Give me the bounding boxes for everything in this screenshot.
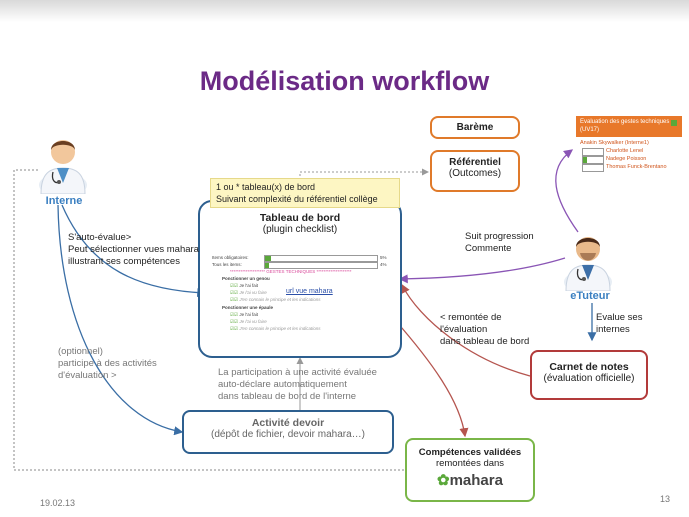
competences-title: Compétences validées (418, 447, 522, 458)
checklist-row[interactable]: ☑☑ Je l'ai vu faire (230, 290, 267, 295)
panel-corner-icon (671, 120, 677, 126)
auto-eval-label: S'auto-évalue> Peut sélectionner vues ma… (68, 232, 199, 267)
eval-row: Charlotte Lenel (606, 148, 644, 154)
mahara-logo: ✿mahara (437, 472, 503, 489)
suit-progression-label: Suit progression Commente (465, 231, 534, 254)
checklist-row[interactable]: ☑☑ J'en connais le principe et les indic… (230, 297, 321, 302)
checklist-row[interactable]: ☑☑ Je l'ai vu faire (230, 319, 267, 324)
carnet-title: Carnet de notes (549, 361, 629, 373)
tableau-title: Tableau de bord (259, 212, 341, 224)
etuteur-label: eTuteur (570, 290, 610, 302)
tous-items-label: Tous les items: (212, 262, 242, 267)
checklist-row[interactable]: ☑☑ Je l'ai fait (230, 283, 258, 288)
items-obligatoires-label: Items obligatoires: (212, 255, 249, 260)
activite-title: Activité devoir (251, 417, 325, 429)
progress-bar-2 (264, 262, 378, 269)
section-heading: Ponctionner une épaule (222, 305, 274, 310)
activite-subtitle: (dépôt de fichier, devoir mahara…) (211, 429, 365, 440)
eval-row-bar (582, 156, 604, 164)
referentiel-subtitle: (Outcomes) (448, 168, 502, 179)
eval-row-bar (582, 148, 604, 156)
eval-row: Anakin Skywalker (Interne1) (580, 140, 649, 146)
tableau-note-line: Suivant complexité du référentiel collèg… (216, 194, 378, 204)
competences-validees-box: Compétences validées remontées dans ✿mah… (405, 438, 535, 502)
gestes-heading: ******************** GESTES TECHNIQUES *… (230, 269, 352, 274)
referentiel-box: Référentiel (Outcomes) (430, 150, 520, 192)
section-heading: Ponctionner un genou (222, 276, 270, 281)
progress-bar-1 (264, 255, 378, 262)
eval-row: Thomas Funck-Brentano (606, 164, 667, 170)
dotted-loop (13, 169, 405, 471)
evalue-label: Evalue ses internes (596, 312, 643, 335)
checklist-row[interactable]: ☑☑ J'en connais le principe et les indic… (230, 326, 321, 331)
tableau-de-bord-box: Tableau de bord (plugin checklist) Items… (198, 200, 402, 358)
carnet-subtitle: (évaluation officielle) (543, 373, 635, 384)
competences-subtitle: remontées dans (435, 458, 505, 469)
eval-row: Nadege Poisson (606, 156, 647, 162)
interne-avatar (33, 128, 93, 197)
doctor-icon (564, 237, 612, 294)
progress-pct-2: 4% (380, 262, 387, 267)
bareme-box: Barème (430, 116, 520, 139)
interne-label: Interne (45, 195, 83, 207)
mahara-logo-icon: ✿ (437, 472, 450, 489)
optionnel-label: (optionnel) participe à des activités d'… (58, 346, 157, 381)
remontee-label: < remontée de l'évaluation dans tableau … (440, 312, 530, 347)
tableau-note-line: 1 ou * tableau(x) de bord (216, 182, 316, 192)
progress-pct-1: 5% (380, 255, 387, 260)
evaluation-panel-title: Evaluation des gestes techniques (UV17) (576, 116, 682, 137)
carnet-de-notes-box: Carnet de notes (évaluation officielle) (530, 350, 648, 400)
doctor-icon (39, 140, 87, 197)
url-vue-mahara-link[interactable]: url vue mahara (286, 288, 333, 295)
referentiel-title: Référentiel (449, 157, 501, 168)
eval-row-bar (582, 164, 604, 172)
etuteur-avatar (558, 225, 618, 294)
checklist-row[interactable]: ☑☑ Je l'ai fait (230, 312, 258, 317)
evaluation-panel: Evaluation des gestes techniques (UV17) … (576, 116, 682, 192)
tableau-subtitle: (plugin checklist) (262, 224, 338, 235)
top-gradient-bar (0, 0, 689, 22)
footer-date: 19.02.13 (40, 498, 76, 508)
activite-devoir-box: Activité devoir (dépôt de fichier, devoi… (182, 410, 394, 454)
bareme-label: Barème (456, 122, 494, 133)
tableau-note: 1 ou * tableau(x) de bord Suivant comple… (210, 178, 400, 208)
footer-page-number: 13 (660, 494, 671, 504)
participation-label: La participation à une activité évaluée … (218, 367, 377, 402)
page-title: Modélisation workflow (199, 66, 490, 96)
